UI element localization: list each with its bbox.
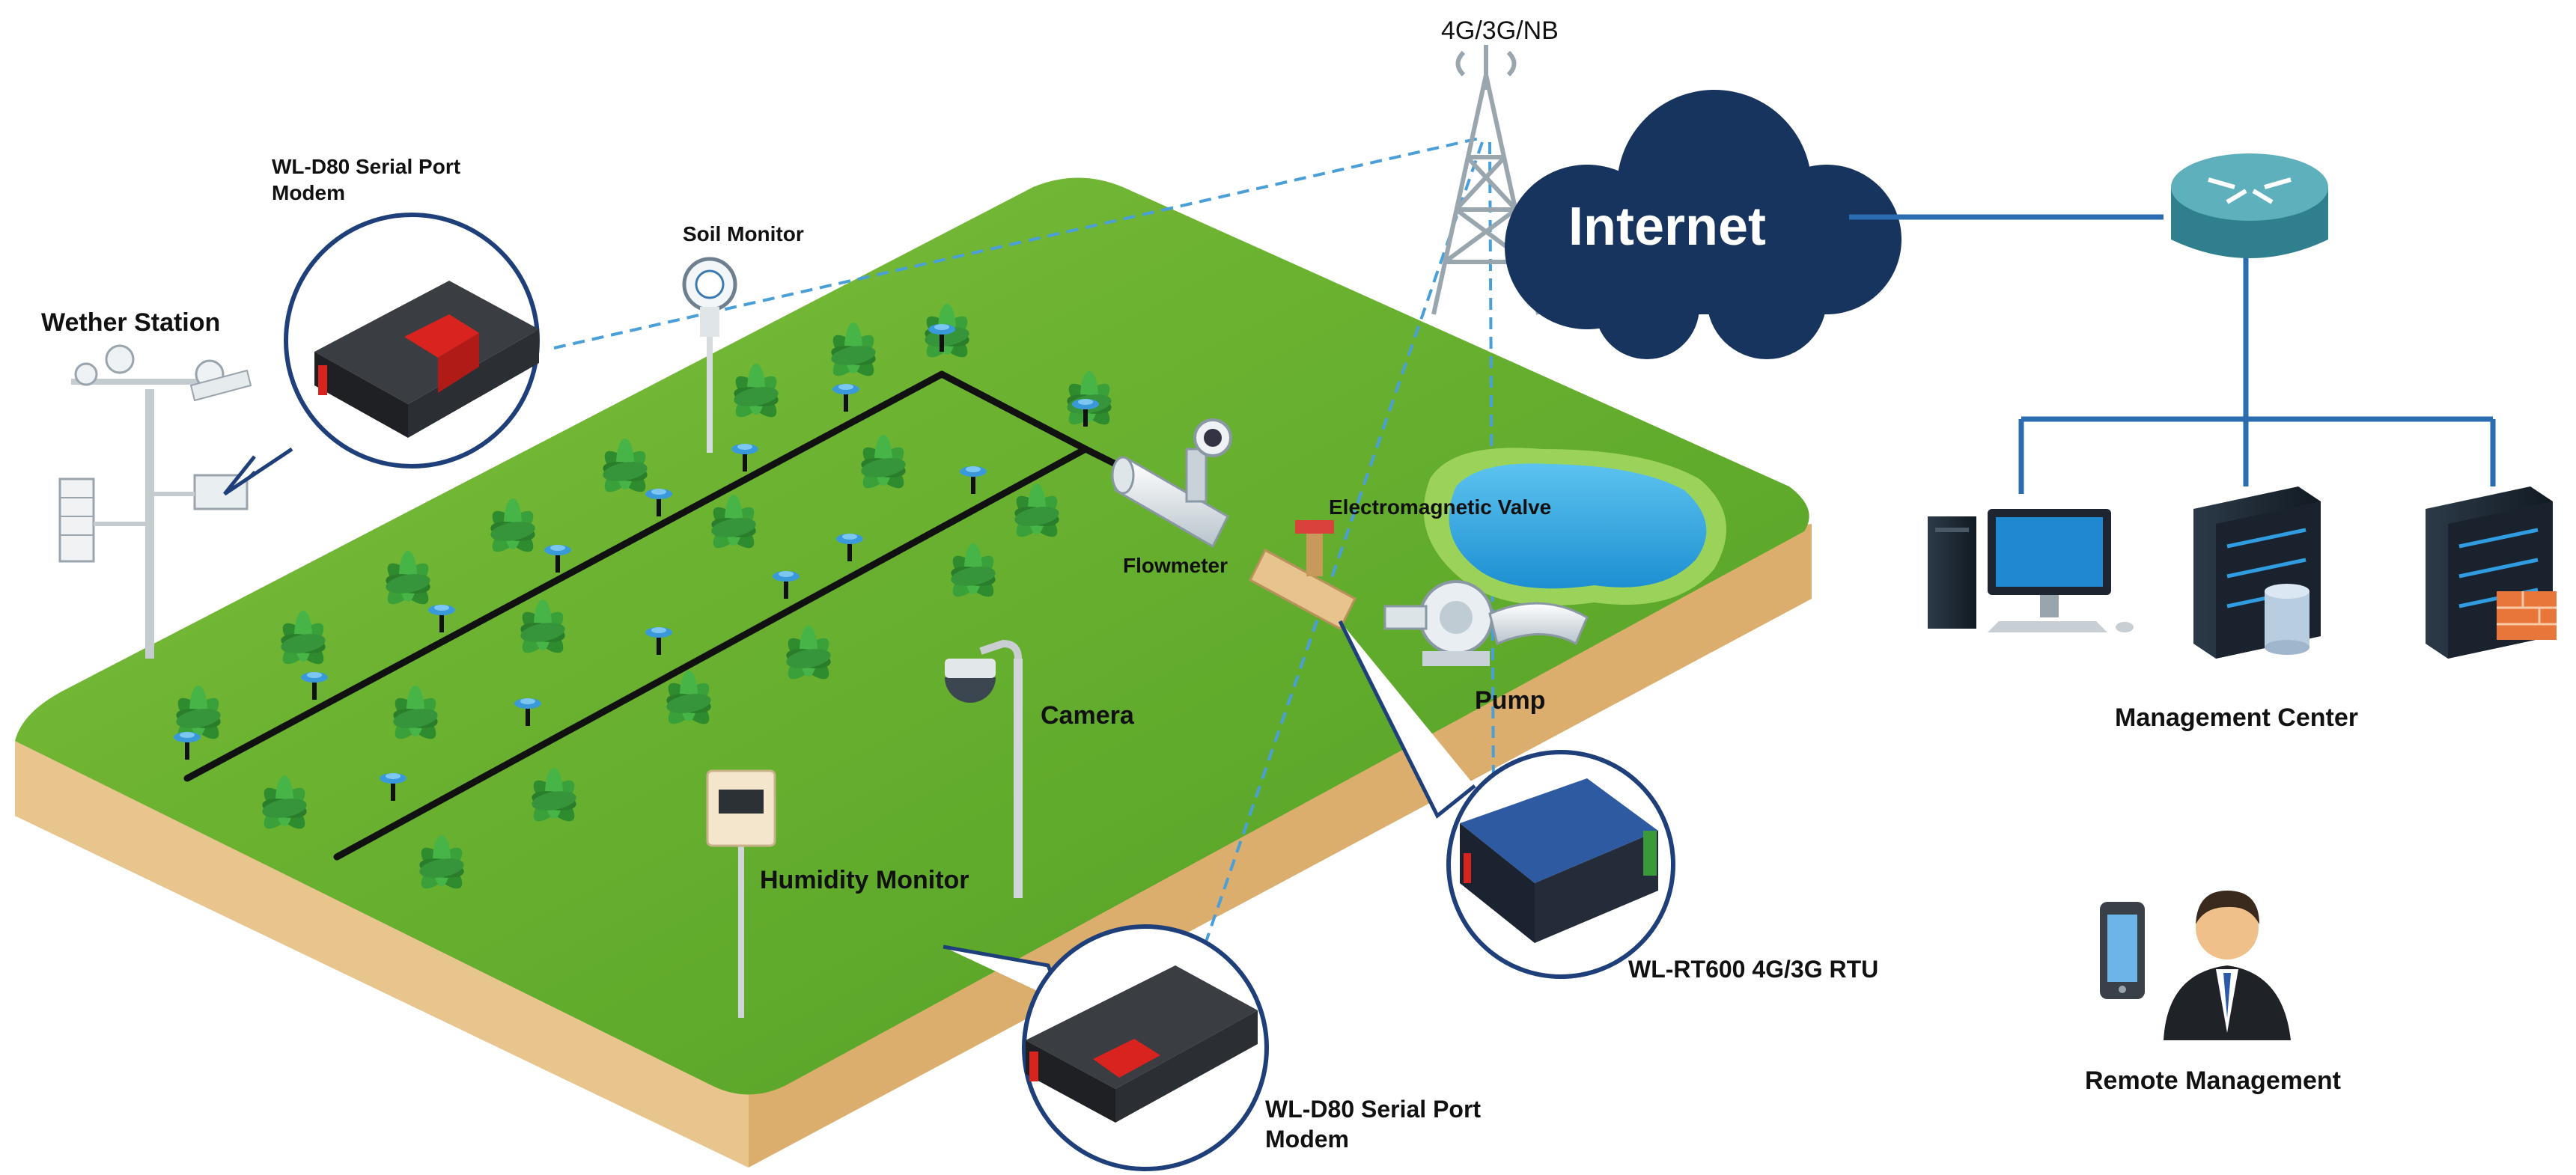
farm-field — [15, 177, 1812, 1168]
label-electromagnetic-valve: Electromagnetic Valve — [1329, 495, 1552, 519]
rtu-icon — [1460, 778, 1658, 943]
cloud-icon — [1505, 90, 1901, 359]
label-camera: Camera — [1041, 701, 1134, 730]
humidity-sensor-icon — [706, 769, 776, 1018]
label-network: 4G/3G/NB — [1441, 16, 1559, 45]
irrigation-pipes — [183, 370, 1127, 861]
label-flowmeter: Flowmeter — [1123, 554, 1228, 577]
smartphone-icon — [2100, 902, 2145, 999]
database-server-icon — [2193, 486, 2321, 659]
camera-icon — [945, 639, 1023, 898]
field-soil-front — [15, 741, 749, 1168]
label-management-center: Management Center — [2115, 704, 2358, 732]
router-icon — [2171, 153, 2328, 258]
label-modem-top: WL-D80 Serial Port Modem — [272, 155, 461, 204]
desktop-computer-icon — [1928, 509, 2134, 632]
firewall-server-icon — [2426, 486, 2557, 659]
modem-callout-bottom — [943, 924, 1269, 1171]
label-weather-station: Wether Station — [41, 308, 221, 337]
label-modem-bottom: WL-D80 Serial Port Modem — [1265, 1096, 1482, 1153]
modem-callout-top — [223, 213, 540, 496]
pond-icon — [1423, 448, 1726, 606]
rtu-callout — [1338, 620, 1675, 979]
label-humidity-monitor: Humidity Monitor — [760, 866, 969, 894]
label-pump: Pump — [1475, 686, 1546, 715]
label-soil-monitor: Soil Monitor — [683, 222, 804, 245]
wired-network-links — [1849, 214, 2496, 494]
pump-icon — [1383, 580, 1589, 666]
soil-sensor-icon — [682, 257, 737, 453]
label-internet: Internet — [1568, 197, 1767, 257]
valve-icon — [1249, 520, 1356, 631]
flowmeter-icon — [1111, 418, 1232, 549]
modem-icon — [1026, 965, 1258, 1123]
label-remote-management: Remote Management — [2085, 1066, 2341, 1095]
user-icon — [2164, 891, 2291, 1040]
weather-station-icon — [58, 344, 252, 659]
modem-icon — [314, 281, 539, 438]
label-rtu: WL-RT600 4G/3G RTU — [1628, 956, 1879, 983]
